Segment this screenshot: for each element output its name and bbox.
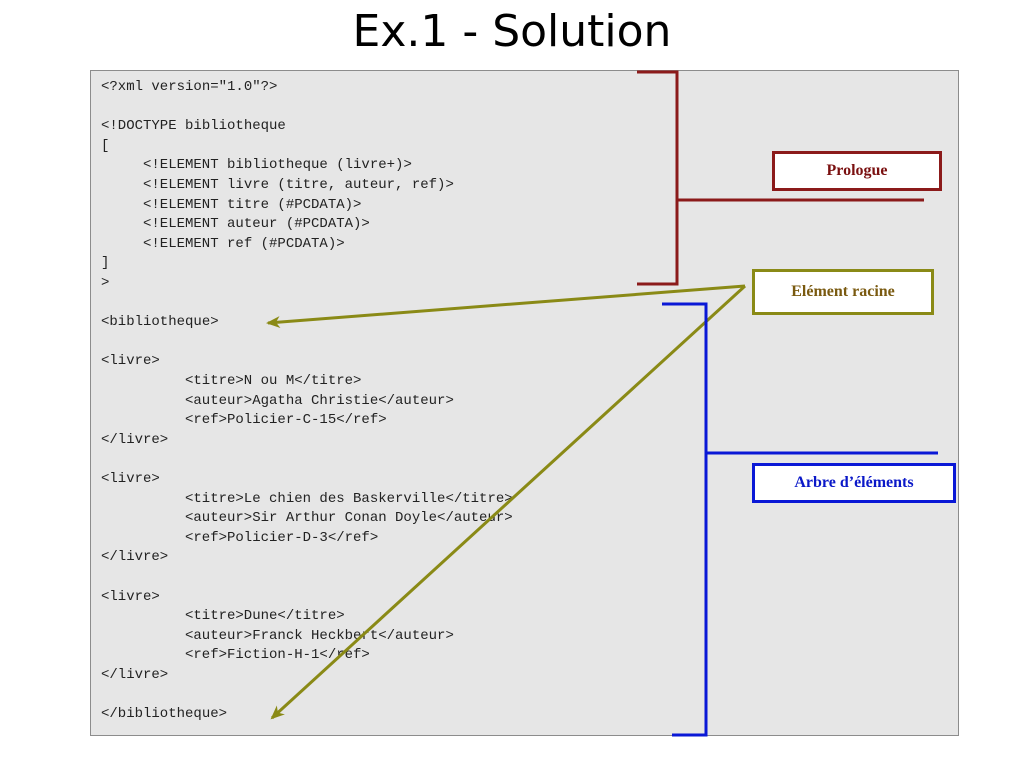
code-line: </livre> bbox=[101, 667, 169, 683]
code-line: ] bbox=[101, 255, 110, 272]
code-line: <auteur>Sir Arthur Conan Doyle</auteur> bbox=[185, 510, 513, 527]
code-line: <auteur>Agatha Christie</auteur> bbox=[185, 392, 454, 409]
code-line: <livre> bbox=[101, 353, 160, 370]
code-line: <!ELEMENT livre (titre, auteur, ref)> bbox=[143, 177, 454, 193]
code-line: > bbox=[101, 275, 110, 291]
code-line: </bibliotheque> bbox=[101, 706, 228, 723]
code-line: <livre> bbox=[101, 471, 160, 487]
prologue-label: Prologue bbox=[772, 151, 942, 191]
root-element-label: Elément racine bbox=[752, 269, 934, 315]
code-line: <titre>N ou M</titre> bbox=[185, 373, 362, 389]
code-line: <titre>Dune</titre> bbox=[185, 608, 345, 625]
code-line: <titre>Le chien des Baskerville</titre> bbox=[185, 490, 513, 507]
code-line: <?xml version="1.0"?> bbox=[101, 79, 278, 95]
code-line: <livre> bbox=[101, 588, 160, 605]
code-line: <!ELEMENT ref (#PCDATA)> bbox=[143, 235, 345, 252]
slide-title: Ex.1 - Solution bbox=[352, 6, 672, 57]
code-line: <!ELEMENT bibliotheque (livre+)> bbox=[143, 157, 412, 174]
code-line: <auteur>Franck Heckbert</auteur> bbox=[185, 627, 454, 644]
code-line: </livre> bbox=[101, 549, 169, 566]
code-line: [ bbox=[101, 137, 110, 154]
code-line: <!DOCTYPE bibliotheque bbox=[101, 118, 286, 135]
element-tree-label: Arbre d’éléments bbox=[752, 463, 956, 503]
code-line: <!ELEMENT titre (#PCDATA)> bbox=[143, 196, 362, 213]
code-line: <bibliotheque> bbox=[101, 314, 219, 331]
code-line: </livre> bbox=[101, 431, 169, 448]
code-line: <ref>Fiction-H-1</ref> bbox=[185, 647, 370, 664]
code-line: <ref>Policier-D-3</ref> bbox=[185, 529, 379, 546]
code-line: <!ELEMENT auteur (#PCDATA)> bbox=[143, 216, 370, 233]
code-line: <ref>Policier-C-15</ref> bbox=[185, 412, 387, 429]
